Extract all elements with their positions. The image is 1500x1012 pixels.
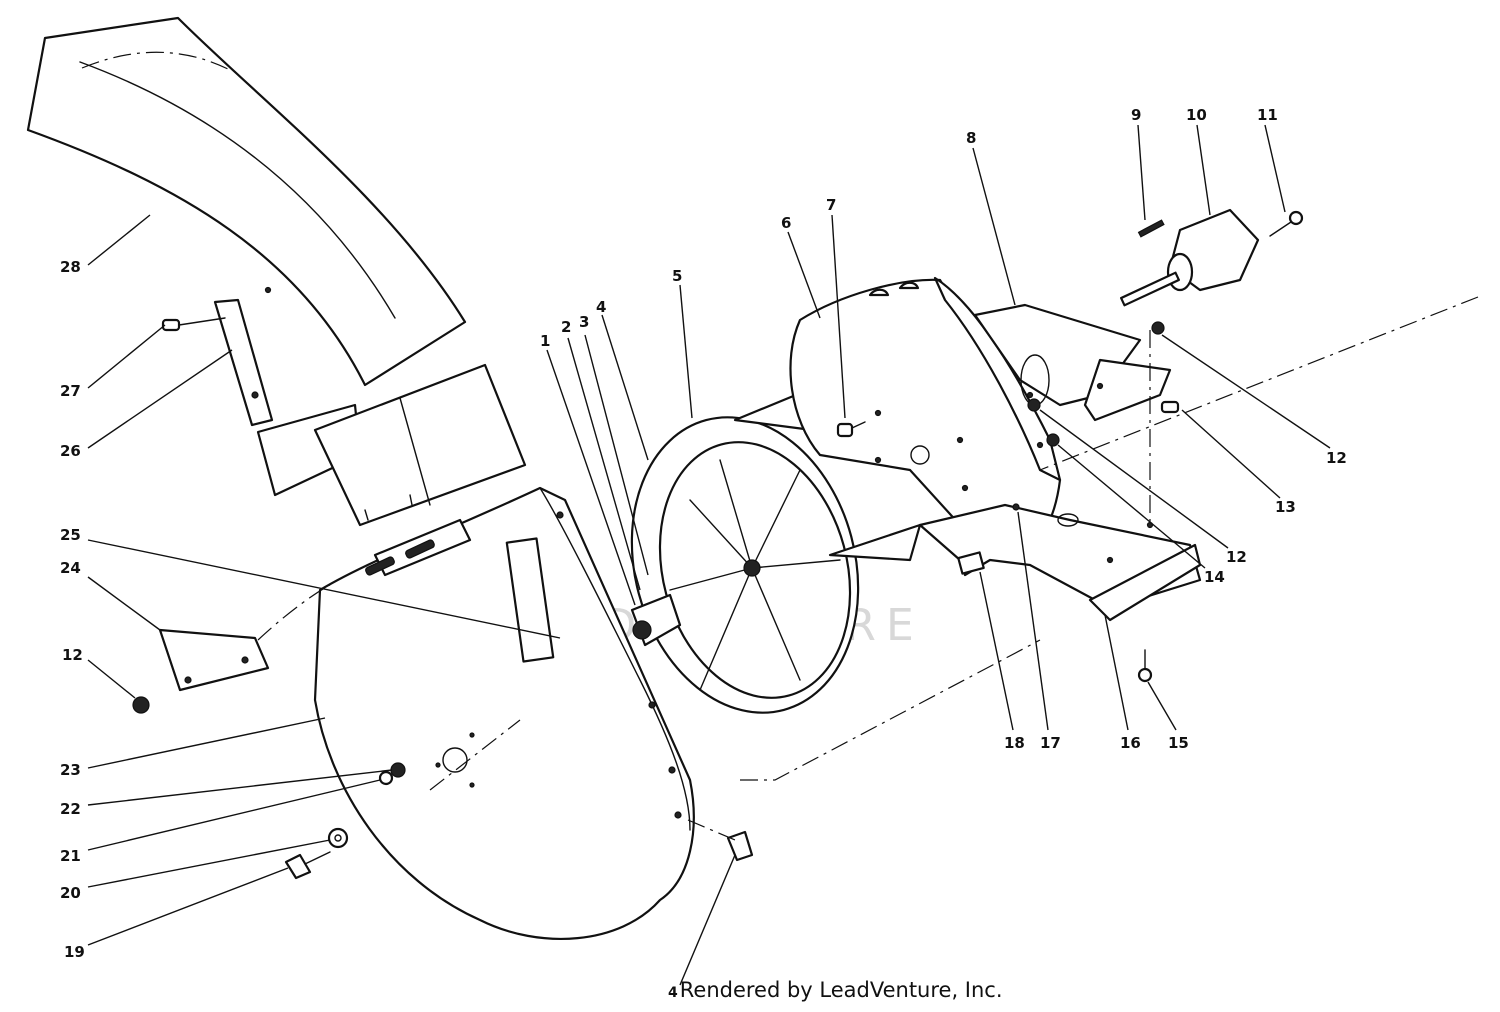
part-back-plate [789, 276, 1062, 562]
callout-20: 20 [60, 884, 81, 902]
part-bolt-13 [1160, 400, 1180, 414]
part-nut-14 [1046, 433, 1060, 447]
callout-18: 18 [1004, 734, 1025, 752]
part-base-plate [918, 503, 1202, 622]
callout-6: 6 [781, 214, 791, 232]
part-bearing-flange [630, 593, 682, 647]
part-washer-20 [327, 827, 349, 849]
callout-13: 13 [1275, 498, 1296, 516]
part-chute [26, 16, 467, 387]
part-bolt-4-bottom [726, 830, 754, 862]
callout-4: 4 [596, 298, 606, 316]
callout-21: 21 [60, 847, 81, 865]
part-studs [365, 539, 435, 576]
part-nut-12-middle [1027, 398, 1041, 412]
callout-17: 17 [1040, 734, 1061, 752]
part-nut-22 [390, 762, 406, 778]
callout-labels: 1 2 3 4 5 6 7 8 9 10 11 12 12 12 13 14 1… [60, 106, 1347, 961]
part-chute-bolt [161, 286, 272, 332]
credit-text: Rendered by LeadVenture, Inc. [679, 978, 1003, 1002]
part-nut-12-upper [1151, 321, 1165, 335]
part-gearbox-support [973, 303, 1172, 422]
credit-number: 4 [668, 985, 678, 1001]
part-chute-bracket [213, 298, 274, 427]
callout-12-right-lower: 12 [1226, 548, 1247, 566]
callout-26: 26 [60, 442, 81, 460]
assembly-centerlines [81, 51, 1479, 841]
part-washer-21 [378, 770, 394, 786]
callout-leaders [87, 124, 1331, 986]
callout-8: 8 [966, 129, 976, 147]
credit-line: 4Rendered by LeadVenture, Inc. [668, 978, 1003, 1002]
callout-3: 3 [579, 313, 589, 331]
part-bolt-7 [836, 409, 882, 438]
part-chute-spout [256, 363, 527, 527]
callout-16: 16 [1120, 734, 1141, 752]
callout-10: 10 [1186, 106, 1207, 124]
callout-12-left: 12 [62, 646, 83, 664]
part-bolt-15 [1137, 649, 1153, 683]
part-bolt-11 [1269, 210, 1304, 237]
callout-25: 25 [60, 526, 81, 544]
callout-12-right-upper: 12 [1326, 449, 1347, 467]
part-mounting-bracket [158, 628, 270, 692]
callout-28: 28 [60, 258, 81, 276]
callout-22: 22 [60, 800, 81, 818]
callout-11: 11 [1257, 106, 1278, 124]
callout-1: 1 [540, 332, 550, 350]
callout-2: 2 [561, 318, 571, 336]
part-blower-housing [313, 486, 695, 940]
callout-5: 5 [672, 267, 682, 285]
callout-7: 7 [826, 196, 836, 214]
callout-27: 27 [60, 382, 81, 400]
part-impeller [630, 383, 922, 714]
part-bolt-19 [284, 851, 331, 880]
callout-14: 14 [1204, 568, 1225, 586]
callout-9: 9 [1131, 106, 1141, 124]
part-gearbox [1120, 208, 1260, 307]
callout-19: 19 [64, 943, 85, 961]
callout-23: 23 [60, 761, 81, 779]
callout-24: 24 [60, 559, 81, 577]
callout-15: 15 [1168, 734, 1189, 752]
part-nut-12-left [132, 696, 150, 714]
part-screw-17 [1012, 503, 1079, 527]
part-key-9 [1137, 219, 1165, 238]
